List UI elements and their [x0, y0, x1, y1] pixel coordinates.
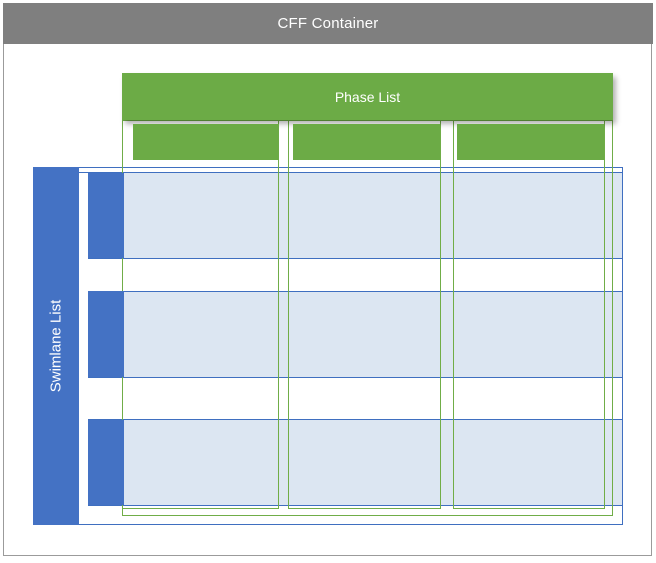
phase-header-3[interactable] [457, 124, 604, 160]
swimlane-header-3[interactable] [88, 420, 124, 505]
swimlane-list-inner-divider [33, 172, 623, 173]
swimlane-band-1 [88, 172, 623, 259]
swimlane-band-2 [88, 291, 623, 378]
phase-column-outline-1[interactable] [122, 120, 279, 509]
swimlane-band-3 [88, 419, 623, 506]
page-title: CFF Container [277, 15, 379, 32]
swimlane-header-2[interactable] [88, 291, 124, 377]
swimlane-list-header[interactable]: Swimlane List [33, 167, 79, 525]
cff-container-title-bar: CFF Container [3, 3, 653, 44]
swimlane-header-1[interactable] [88, 173, 124, 258]
phase-list-label: Phase List [334, 88, 401, 105]
swimlane-list-label: Swimlane List [47, 299, 65, 393]
phase-header-1[interactable] [133, 124, 279, 160]
phase-column-outline-3[interactable] [453, 120, 605, 509]
phase-column-outline-2[interactable] [288, 120, 441, 509]
phase-header-2[interactable] [293, 124, 440, 160]
phase-list-header[interactable]: Phase List [122, 73, 613, 120]
